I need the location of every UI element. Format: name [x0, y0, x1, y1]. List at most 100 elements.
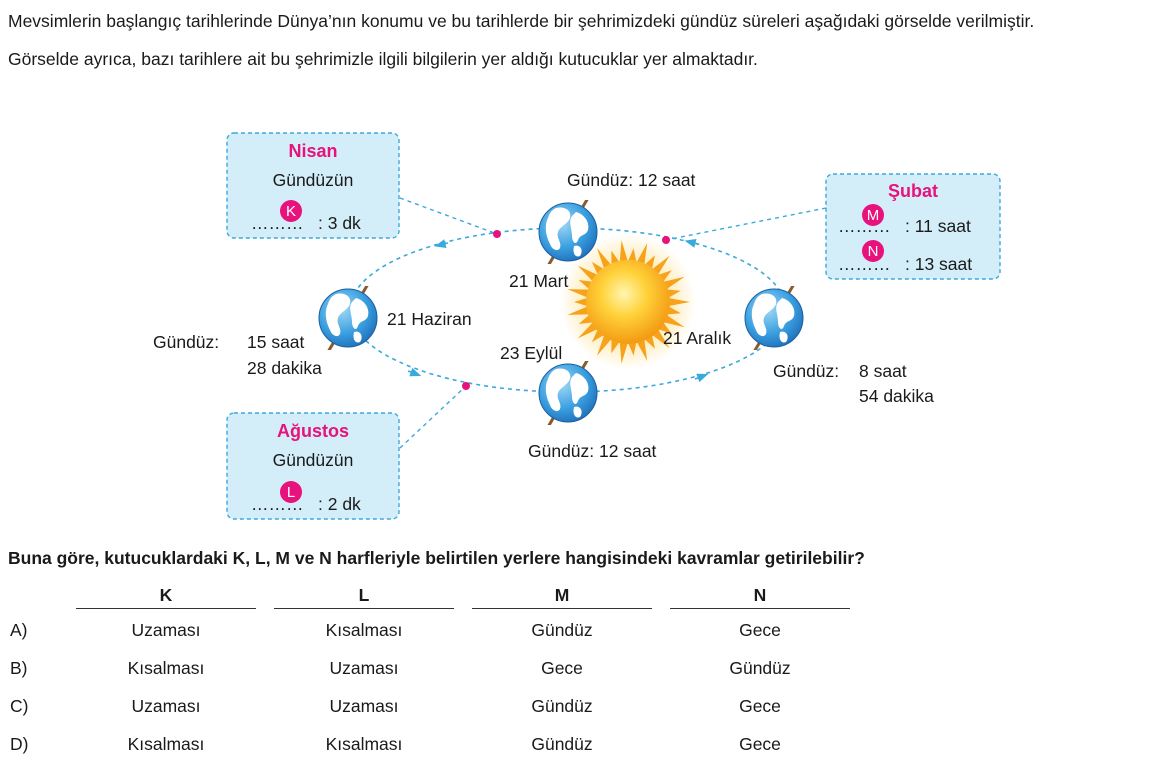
table-cell: Gece [739, 619, 781, 640]
daylight-haziran-minutes: 28 dakika [247, 358, 322, 378]
connector-subat [665, 207, 827, 241]
sun-ray [645, 255, 655, 268]
table-cell: Kısalması [127, 733, 205, 754]
sun-ray [591, 330, 603, 343]
sun-ray [611, 250, 619, 264]
sun-ray [653, 255, 670, 274]
info-box-subat: Şubat ……… M : 11 saat ……… N : 13 saat [825, 173, 1001, 280]
sun-ray [668, 307, 681, 315]
intro-line-1: Mevsimlerin başlangıç tarihlerinde Dünya… [8, 11, 1035, 31]
date-haziran: 21 Haziran [387, 309, 472, 329]
sun-ray [597, 336, 611, 356]
option-label: C) [10, 695, 29, 716]
info-box-agustos: Ağustos Gündüzün ……… L : 2 dk [226, 412, 400, 520]
info-box-suffix: : 11 saat [905, 216, 971, 236]
letter-badge-text: L [287, 484, 295, 501]
table-cell: Gündüz [531, 733, 593, 754]
orbit-arrow [684, 239, 699, 248]
info-box-title: Nisan [288, 141, 337, 161]
daylight-mart: Gündüz: 12 saat [567, 170, 696, 190]
table-header: K [67, 585, 265, 611]
table-cell: Gündüz [531, 619, 593, 640]
table-header: N [661, 585, 859, 611]
info-box-text: Gündüzün [273, 170, 354, 190]
info-box-suffix: : 3 dk [318, 213, 361, 233]
table-cell: Gece [739, 733, 781, 754]
earth-globe-icon [537, 361, 599, 425]
sun-ray [577, 265, 597, 281]
letter-badge [862, 204, 884, 226]
sun-ray [577, 323, 597, 339]
sun-ray [611, 340, 619, 354]
table-row[interactable]: C) Uzaması Uzaması Gündüz Gece [8, 687, 859, 725]
sun-ray [628, 343, 637, 356]
question-text: Buna göre, kutucuklardaki K, L, M ve N h… [8, 548, 865, 568]
sun-ray [619, 343, 628, 364]
table-cell: Kısalması [325, 733, 403, 754]
option-label: D) [10, 733, 29, 754]
letter-badge [280, 200, 302, 222]
date-marker-nisan [493, 230, 501, 238]
table-header-label: N [670, 585, 850, 609]
daylight-aralik-hours: 8 saat [859, 361, 907, 381]
info-box-title: Şubat [888, 181, 938, 201]
answer-options-table: K L M N A) Uzaması Kısalması Gündüz Gece… [8, 585, 859, 763]
table-cell: Gece [739, 695, 781, 716]
table-cell: Gündüz [729, 657, 791, 678]
sun-ray [597, 248, 611, 268]
info-box-suffix: : 2 dk [318, 494, 361, 514]
sun-ray [664, 276, 685, 289]
connector-nisan [399, 197, 498, 235]
letter-badge [280, 481, 302, 503]
orbit-arrow [434, 239, 449, 248]
date-marker-subat [662, 236, 670, 244]
sun-icon [560, 234, 696, 370]
sun-ray [645, 336, 655, 349]
sun-ray [574, 298, 587, 306]
table-row[interactable]: B) Kısalması Uzaması Gece Gündüz [8, 649, 859, 687]
daylight-aralik-minutes: 54 dakika [859, 386, 934, 406]
sun-ray [668, 289, 681, 297]
orbit-arrow [694, 373, 709, 383]
table-cell: Uzaması [131, 695, 201, 716]
daylight-haziran-prefix: Gündüz: [153, 332, 219, 352]
daylight-haziran-hours: 15 saat [247, 332, 305, 352]
sun-ray [664, 315, 685, 328]
sun-ray [637, 243, 648, 264]
letter-badge-text: M [867, 207, 880, 224]
date-marker-agustos [462, 382, 470, 390]
table-cell: Uzaması [329, 695, 399, 716]
letter-badge-text: N [868, 243, 879, 260]
table-cell: Uzaması [329, 657, 399, 678]
table-header-label: K [76, 585, 256, 609]
table-cell: Gündüz [531, 695, 593, 716]
sun-ray [578, 280, 592, 289]
sun-ray [669, 298, 690, 306]
seasons-diagram: Gündüz: 12 saat 21 Mart 21 Haziran Gündü… [153, 132, 1001, 520]
table-row[interactable]: A) Uzaması Kısalması Gündüz Gece [8, 611, 859, 649]
daylight-eylul: Gündüz: 12 saat [528, 441, 657, 461]
table-header-row: K L M N [8, 585, 859, 611]
table-row[interactable]: D) Kısalması Kısalması Gündüz Gece [8, 725, 859, 763]
table-cell: Kısalması [127, 657, 205, 678]
letter-badge-text: K [286, 203, 296, 220]
daylight-aralik-prefix: Gündüz: [773, 361, 839, 381]
table-cell: Kısalması [325, 619, 403, 640]
table-header-label: L [274, 585, 454, 609]
option-label: B) [10, 657, 28, 678]
table-header-label: M [472, 585, 652, 609]
sun-ray [578, 315, 592, 324]
date-eylul: 23 Eylül [500, 343, 562, 363]
earth-globe-icon [743, 286, 805, 350]
connector-agustos [399, 385, 467, 449]
info-box-title: Ağustos [277, 421, 349, 441]
sun-ray [567, 289, 588, 297]
info-box-text: Gündüzün [273, 450, 354, 470]
info-box-suffix: : 13 saat [905, 254, 972, 274]
date-mart: 21 Mart [509, 271, 568, 291]
sun-ray [659, 323, 672, 334]
table-header-spacer [8, 585, 67, 611]
sun-ray [619, 240, 628, 261]
sun-ray [637, 340, 648, 361]
table-cell: Uzaması [131, 619, 201, 640]
